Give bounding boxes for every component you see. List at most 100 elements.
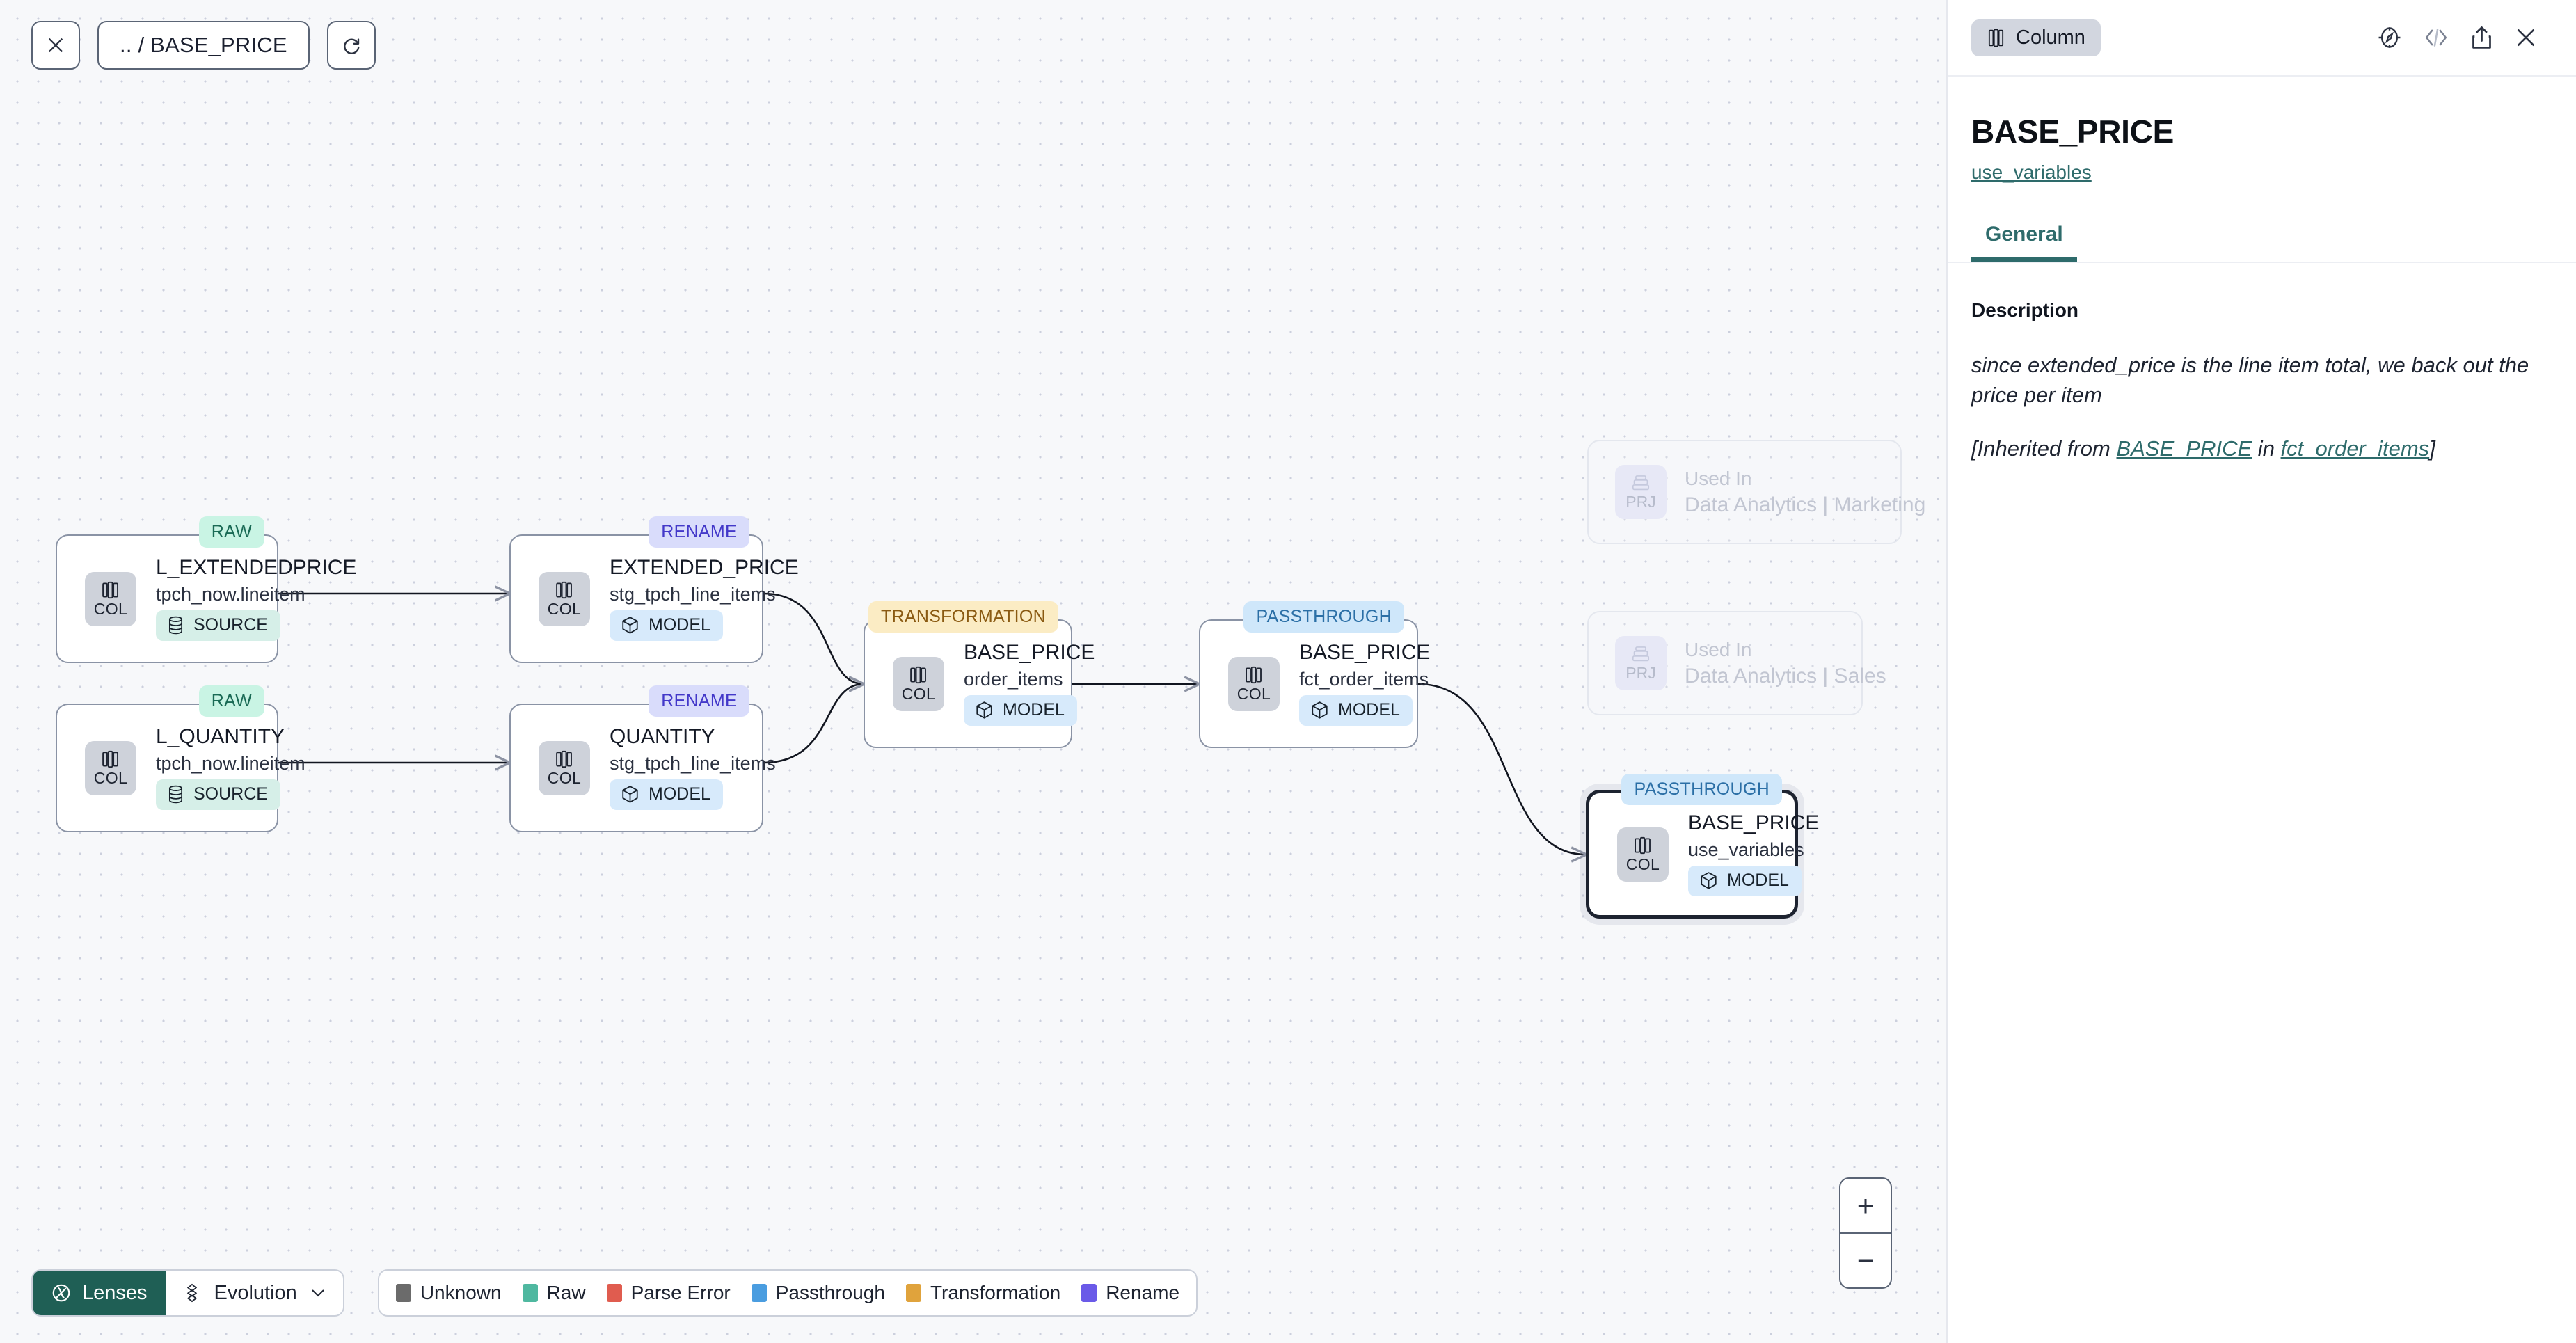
legend-label: Unknown [420, 1282, 502, 1303]
inherited-suffix: ] [2429, 436, 2435, 461]
inherited-prefix: [Inherited from [1971, 436, 2117, 461]
node-kind-label: COL [901, 684, 936, 703]
node-title: L_EXTENDEDPRICE [156, 555, 357, 579]
chevron-down-icon [312, 1289, 324, 1297]
legend-swatch [751, 1284, 767, 1302]
node-kind-label: COL [547, 768, 582, 787]
legend-item[interactable]: Passthrough [751, 1282, 885, 1304]
evolution-dropdown[interactable]: Evolution [166, 1271, 343, 1315]
node-type-pill: MODEL [964, 695, 1077, 726]
lineage-edge [1417, 683, 1586, 855]
description-label: Description [1971, 299, 2079, 321]
parent-model-link[interactable]: use_variables [1971, 161, 2092, 183]
column-icon [1988, 29, 2004, 47]
node-tag: RENAME [649, 516, 749, 548]
lenses-button[interactable]: Lenses [33, 1271, 166, 1315]
lineage-edge [763, 684, 864, 764]
legend-label: Passthrough [775, 1282, 885, 1303]
database-icon [168, 786, 183, 804]
node-kind-label: COL [1625, 855, 1660, 873]
legend-item[interactable]: Rename [1081, 1282, 1179, 1304]
node-title: L_QUANTITY [156, 724, 285, 748]
column-icon [910, 666, 926, 683]
lens-icon [52, 1284, 70, 1302]
node-type-label: MODEL [1338, 700, 1400, 720]
legend-swatch [395, 1284, 411, 1302]
node-type-pill: SOURCE [156, 779, 280, 811]
node-tag: RAW [198, 516, 264, 548]
parent-model-link-wrap: use_variables [1948, 150, 2576, 184]
node-kind-badge: COL [1228, 656, 1280, 711]
node-tag: PASSTHROUGH [1243, 601, 1404, 633]
node-kind-label: COL [93, 768, 128, 787]
column-icon [102, 581, 118, 598]
share-icon[interactable] [2470, 25, 2493, 50]
node-type-label: MODEL [649, 615, 710, 635]
close-panel-icon[interactable] [2514, 26, 2538, 49]
node-kind-label: COL [1237, 684, 1271, 703]
lineage-node[interactable]: RAW COL L_QUANTITY tpch_now.lineitem SOURC… [56, 685, 305, 832]
project-badge: PRJ [1615, 465, 1667, 519]
node-type-pill: MODEL [1299, 695, 1413, 726]
node-type-label: MODEL [1003, 700, 1065, 720]
legend-swatch [905, 1284, 921, 1302]
node-kind-badge: COL [85, 740, 136, 795]
lens-group: Lenses Evolution [31, 1269, 344, 1317]
node-body: QUANTITY stg_tpch_line_items MODEL [610, 726, 776, 811]
legend-item[interactable]: Parse Error [606, 1282, 731, 1304]
column-icon [102, 750, 118, 768]
node-subtitle: fct_order_items [1299, 669, 1429, 690]
cube-icon [1312, 701, 1328, 720]
node-type-label: MODEL [649, 784, 710, 804]
node-subtitle: stg_tpch_line_items [610, 753, 776, 774]
breadcrumb[interactable]: .. / BASE_PRICE [97, 21, 310, 70]
legend-swatch [606, 1284, 622, 1302]
node-subtitle: tpch_now.lineitem [156, 753, 305, 774]
project-icon [1632, 646, 1650, 662]
legend-swatch [1081, 1284, 1097, 1302]
column-icon [556, 750, 572, 768]
canvas-top-controls: .. / BASE_PRICE [31, 21, 376, 70]
node-kind-label: COL [93, 599, 128, 618]
tab-general[interactable]: General [1971, 223, 2077, 262]
zoom-out-button[interactable]: − [1857, 1243, 1875, 1277]
node-title: QUANTITY [610, 724, 715, 748]
node-type-pill: MODEL [1688, 866, 1802, 897]
legend-label: Transformation [930, 1282, 1061, 1303]
code-icon[interactable] [2423, 26, 2449, 49]
node-subtitle: order_items [964, 669, 1063, 690]
explore-icon[interactable] [2377, 25, 2402, 50]
node-type-label: MODEL [1727, 871, 1789, 891]
inherited-model-link[interactable]: fct_order_items [2280, 436, 2430, 461]
refresh-button[interactable] [326, 21, 376, 70]
node-subtitle: stg_tpch_line_items [610, 584, 776, 605]
cube-icon [1701, 872, 1717, 890]
node-kind-badge: COL [539, 740, 590, 795]
legend-item[interactable]: Transformation [905, 1282, 1061, 1304]
evolution-label: Evolution [214, 1281, 297, 1304]
node-tag: RAW [198, 685, 264, 717]
database-icon [168, 617, 183, 635]
refresh-icon [343, 38, 360, 54]
close-graph-button[interactable] [31, 21, 80, 70]
used-in-project: Data Analytics | Sales [1685, 664, 1886, 688]
inherited-column-link[interactable]: BASE_PRICE [2116, 436, 2252, 461]
legend-item[interactable]: Unknown [395, 1282, 502, 1304]
node-type-pill: MODEL [610, 779, 723, 811]
entity-type-chip[interactable]: Column [1971, 19, 2101, 56]
legend-item[interactable]: Raw [522, 1282, 586, 1304]
zoom-in-button[interactable]: + [1840, 1179, 1891, 1234]
